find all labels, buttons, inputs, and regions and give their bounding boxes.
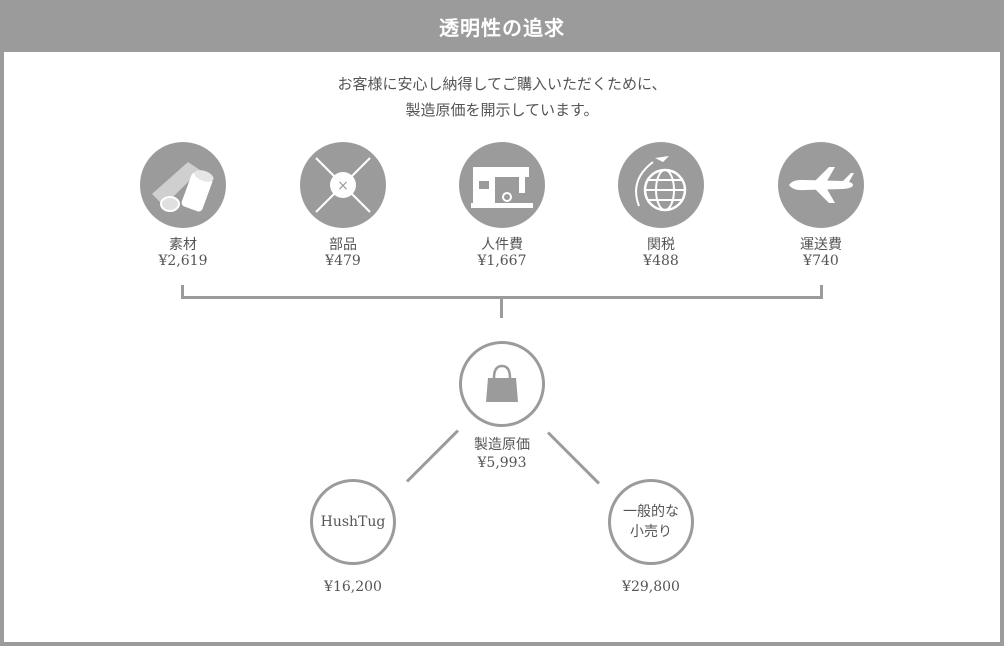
cost-item-shipping: 運送費 ¥740 xyxy=(761,142,881,269)
button-needle-icon: × xyxy=(315,157,371,213)
total-circle xyxy=(459,341,545,427)
cost-value: ¥2,619 xyxy=(158,253,208,269)
cost-label: 人件費 xyxy=(481,237,523,253)
cost-label: 運送費 xyxy=(800,237,842,253)
price-retail: 一般的な 小売り ¥29,800 xyxy=(581,479,721,595)
cost-value: ¥740 xyxy=(803,253,839,269)
shipping-circle xyxy=(778,142,864,228)
cost-label: 素材 xyxy=(169,237,197,253)
cost-item-customs: 関税 ¥488 xyxy=(601,142,721,269)
customs-circle xyxy=(618,142,704,228)
cost-value: ¥488 xyxy=(643,253,679,269)
cost-label: 関税 xyxy=(647,237,675,253)
cost-item-material: 素材 ¥2,619 xyxy=(123,142,243,269)
cost-label: 部品 xyxy=(329,237,357,253)
retail-label-line2: 小売り xyxy=(630,524,672,540)
parts-circle: × xyxy=(300,142,386,228)
cost-value: ¥1,667 xyxy=(477,253,527,269)
bracket-left-leg xyxy=(181,285,184,299)
cost-item-parts: × 部品 ¥479 xyxy=(283,142,403,269)
svg-text:×: × xyxy=(337,178,349,194)
labor-circle xyxy=(459,142,545,228)
airplane-icon xyxy=(789,167,854,203)
bracket-right-leg xyxy=(820,285,823,299)
retail-circle: 一般的な 小売り xyxy=(608,479,694,565)
total-label: 製造原価 xyxy=(474,437,530,453)
retail-price: ¥29,800 xyxy=(622,579,680,595)
retail-label-line1: 一般的な xyxy=(623,504,679,520)
sewing-machine-icon xyxy=(471,167,533,208)
total-value: ¥5,993 xyxy=(477,455,527,471)
page-title: 透明性の追求 xyxy=(439,15,565,40)
page-header: 透明性の追求 xyxy=(0,0,1004,52)
price-hushtug: HushTug ¥16,200 xyxy=(283,479,423,595)
bracket-stem xyxy=(500,296,503,318)
cost-item-labor: 人件費 ¥1,667 xyxy=(442,142,562,269)
shopping-bag-icon xyxy=(486,364,518,402)
intro-line-2: 製造原価を開示しています。 xyxy=(405,101,599,119)
material-circle xyxy=(140,142,226,228)
fabric-roll-icon xyxy=(152,162,214,212)
hushtug-label: HushTug xyxy=(320,514,386,530)
hushtug-price: ¥16,200 xyxy=(324,579,382,595)
total-cost: 製造原価 ¥5,993 xyxy=(442,341,562,472)
hushtug-circle: HushTug xyxy=(310,479,396,565)
cost-value: ¥479 xyxy=(325,253,361,269)
intro-line-1: お客様に安心し納得してご購入いただくために、 xyxy=(337,75,667,93)
globe-plane-icon xyxy=(635,156,687,212)
